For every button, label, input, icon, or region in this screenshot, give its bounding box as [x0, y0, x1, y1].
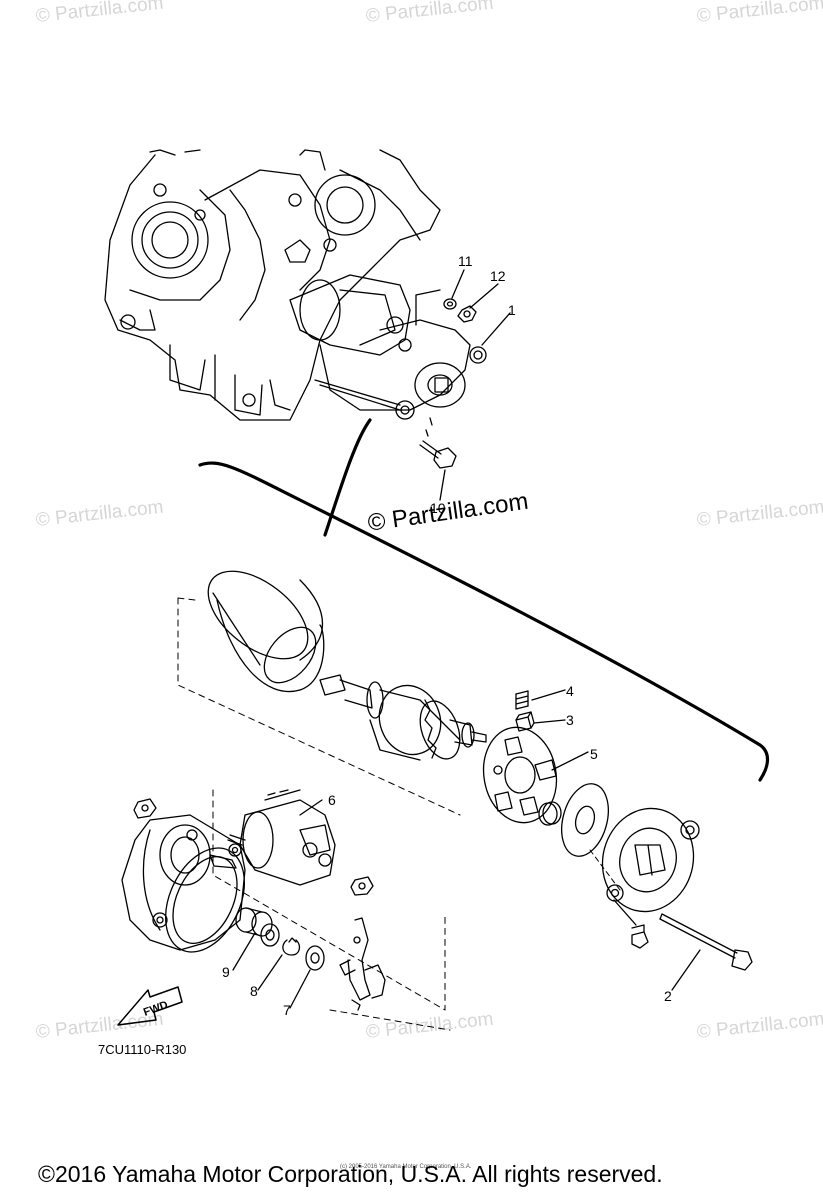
armature: [319, 674, 487, 761]
starter-assembly-installed: [289, 274, 487, 420]
callout-8: 8: [250, 983, 258, 999]
copyright-small: (c) 2005-2016 Yamaha Motor Corporation, …: [340, 1164, 472, 1170]
callout-10: 10: [430, 500, 446, 516]
front-bracket: [121, 814, 246, 953]
brush-holder-5: [482, 726, 558, 824]
spring-4: [515, 690, 529, 710]
starter-yoke: [207, 570, 325, 693]
fwd-arrow: [117, 986, 183, 1026]
callout-12: 12: [490, 268, 506, 284]
callout-2: 2: [664, 988, 672, 1004]
callout-3: 3: [566, 712, 574, 728]
through-bolt-2: [659, 913, 753, 971]
callout-5: 5: [590, 746, 598, 762]
callout-9: 9: [222, 964, 230, 980]
copyright: ©2016 Yamaha Motor Corporation, U.S.A. A…: [38, 1161, 663, 1187]
shift-lever: [339, 917, 386, 1011]
engine-block: [104, 149, 441, 421]
callout-7: 7: [283, 1002, 291, 1018]
callout-1: 1: [508, 302, 516, 318]
diagram-code: 7CU1110-R130: [98, 1042, 187, 1057]
bolt-10: [419, 417, 457, 469]
callout-4: 4: [566, 683, 574, 699]
callout-11: 11: [458, 253, 473, 269]
fwd-label: FWD: [142, 999, 170, 1019]
callout-6: 6: [328, 792, 336, 808]
